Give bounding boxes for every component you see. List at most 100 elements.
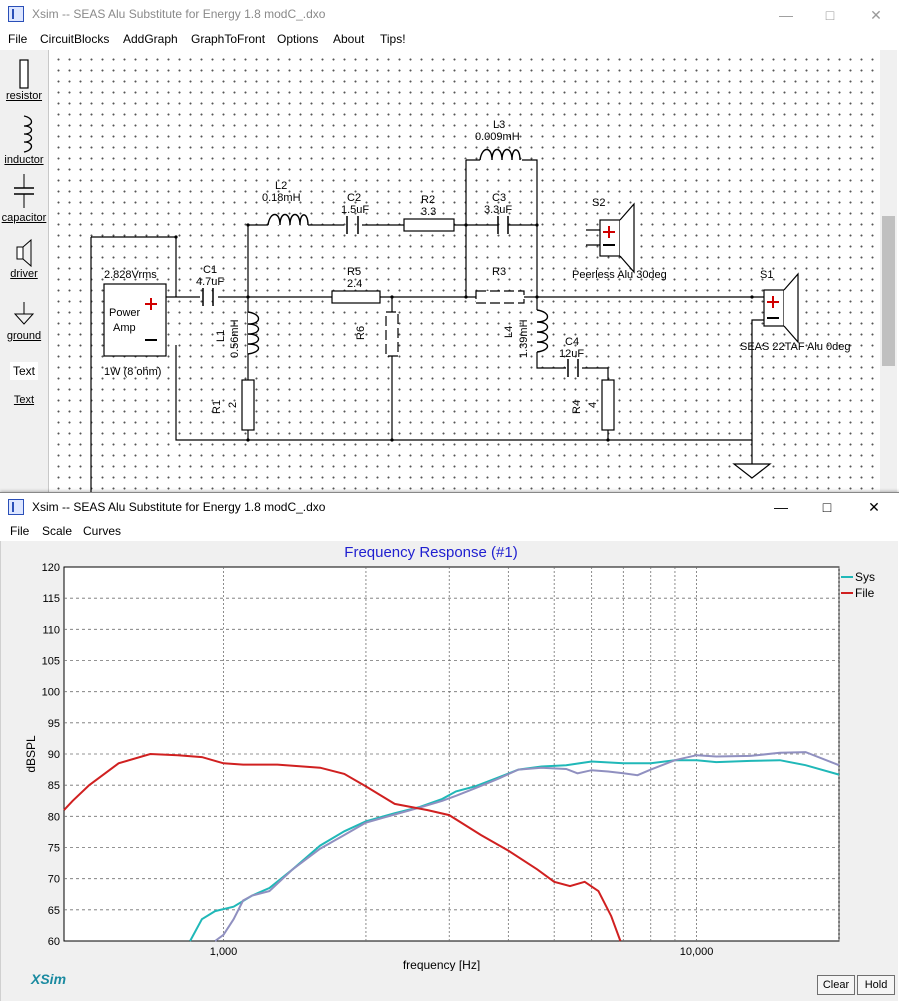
- maximize-button[interactable]: □: [825, 7, 835, 23]
- capacitor-c2[interactable]: [346, 216, 359, 234]
- l2-name: L2: [275, 180, 287, 192]
- capacitor-c4[interactable]: [567, 359, 579, 377]
- wire: [586, 229, 600, 246]
- component-palette: resistor inductor capacitor driver groun…: [0, 50, 49, 502]
- r4-value: 4: [587, 402, 599, 408]
- palette-label: resistor: [5, 90, 43, 102]
- schematic-canvas[interactable]: 2.828Vrms Power Amp 1W (8 ohm) C1 4.7uF …: [50, 50, 880, 500]
- l2-value: 0.18mH: [262, 192, 301, 204]
- graph-menu-scale[interactable]: Scale: [42, 524, 73, 538]
- source-name-1: Power: [109, 307, 141, 319]
- inductor-l4[interactable]: [536, 309, 549, 353]
- palette-text[interactable]: Text: [0, 362, 48, 380]
- driver-s1[interactable]: [763, 272, 799, 344]
- palette-ground[interactable]: ground: [0, 300, 48, 342]
- resistor-r6[interactable]: [385, 311, 399, 357]
- wire: [536, 297, 609, 440]
- menu-file[interactable]: File: [8, 32, 28, 46]
- y-tick-label: 120: [42, 562, 60, 574]
- c4-value: 12uF: [559, 348, 584, 360]
- r3-name: R3: [492, 266, 506, 278]
- menu-graphtofront[interactable]: GraphToFront: [191, 32, 266, 46]
- y-tick-label: 70: [48, 874, 60, 886]
- clear-button[interactable]: Clear: [817, 975, 855, 995]
- s1-name: S1: [760, 269, 773, 281]
- scrollbar-thumb[interactable]: [882, 216, 895, 366]
- capacitor-c3[interactable]: [497, 216, 509, 234]
- resistor-r1[interactable]: [241, 379, 255, 431]
- graph-menu-curves[interactable]: Curves: [83, 524, 122, 538]
- y-tick-label: 75: [48, 843, 60, 855]
- hold-button[interactable]: Hold: [857, 975, 895, 995]
- inductor-l1[interactable]: [247, 311, 260, 355]
- close-button[interactable]: ✕: [870, 7, 882, 23]
- graph-menu-file[interactable]: File: [10, 524, 30, 538]
- c3-name: C3: [492, 192, 506, 204]
- wire: [465, 159, 538, 297]
- legend-label: File: [855, 586, 875, 600]
- s2-name: S2: [592, 197, 605, 209]
- driver-icon: [16, 238, 32, 268]
- l4-value: 1.39mH: [518, 319, 530, 358]
- menu-tips[interactable]: Tips!: [380, 32, 406, 46]
- series-line-file: [63, 752, 622, 942]
- palette-driver[interactable]: driver: [0, 238, 48, 280]
- palette-inductor[interactable]: inductor: [0, 114, 48, 166]
- c1-name: C1: [203, 264, 217, 276]
- c2-value: 1.5uF: [341, 204, 369, 216]
- xsim-brand-label: XSim: [31, 971, 67, 987]
- graph-minimize-button[interactable]: —: [774, 499, 788, 515]
- wire: [175, 319, 770, 441]
- schematic-drawing: 2.828Vrms Power Amp 1W (8 ohm) C1 4.7uF …: [90, 119, 850, 500]
- minimize-button[interactable]: —: [779, 7, 793, 23]
- l1-value: 0.56mH: [229, 319, 241, 358]
- inductor-l3[interactable]: [479, 148, 521, 161]
- legend-label: Sys: [855, 570, 875, 584]
- ground-icon: [13, 302, 35, 325]
- c3-value: 3.3uF: [484, 204, 512, 216]
- y-tick-label: 115: [42, 593, 60, 605]
- resistor-r4[interactable]: [601, 379, 615, 431]
- inductor-icon: [23, 115, 33, 153]
- main-menu-bar: File CircuitBlocks AddGraph GraphToFront…: [0, 30, 899, 48]
- graph-maximize-button[interactable]: □: [822, 499, 832, 515]
- ground-symbol[interactable]: [732, 463, 772, 479]
- s2-desc: Peerless Alu 30deg: [572, 269, 667, 281]
- menu-circuitblocks[interactable]: CircuitBlocks: [40, 32, 110, 46]
- power-amp-block[interactable]: [103, 283, 167, 357]
- y-tick-label: 90: [48, 749, 60, 761]
- graph-app-icon: [8, 499, 24, 515]
- app-icon: [8, 6, 24, 22]
- series-line-sys: [189, 759, 840, 942]
- menu-options[interactable]: Options: [277, 32, 319, 46]
- canvas-scrollbar[interactable]: [880, 50, 897, 500]
- l3-name: L3: [493, 119, 505, 131]
- resistor-r2[interactable]: [403, 218, 455, 232]
- r6-name: R6: [355, 326, 367, 340]
- r5-value: 2.4: [347, 278, 362, 290]
- capacitor-c1[interactable]: [202, 288, 214, 306]
- resistor-r3[interactable]: [475, 290, 525, 304]
- palette-text-tool[interactable]: Text: [0, 394, 48, 406]
- r5-name: R5: [347, 266, 361, 278]
- inductor-l2[interactable]: [267, 213, 309, 226]
- s1-desc: SEAS 22TAF Alu 0deg: [740, 341, 850, 353]
- series-line-trace-1: [214, 751, 840, 942]
- palette-label: driver: [10, 268, 38, 280]
- graph-close-button[interactable]: ✕: [868, 499, 880, 515]
- r2-value: 3.3: [421, 206, 436, 218]
- driver-s2[interactable]: [599, 202, 635, 274]
- y-axis-label: dBSPL: [24, 735, 38, 773]
- source-rating: 1W (8 ohm): [104, 366, 161, 378]
- palette-label: inductor: [4, 154, 44, 166]
- graph-window: Xsim -- SEAS Alu Substitute for Energy 1…: [0, 492, 899, 1003]
- palette-resistor[interactable]: resistor: [0, 58, 48, 102]
- menu-about[interactable]: About: [333, 32, 365, 46]
- plot-area: [63, 566, 840, 942]
- menu-addgraph[interactable]: AddGraph: [123, 32, 178, 46]
- source-name-2: Amp: [113, 322, 136, 334]
- resistor-r5[interactable]: [331, 290, 381, 304]
- r4-name: R4: [571, 400, 583, 414]
- y-tick-label: 60: [48, 936, 60, 948]
- palette-capacitor[interactable]: capacitor: [0, 172, 48, 224]
